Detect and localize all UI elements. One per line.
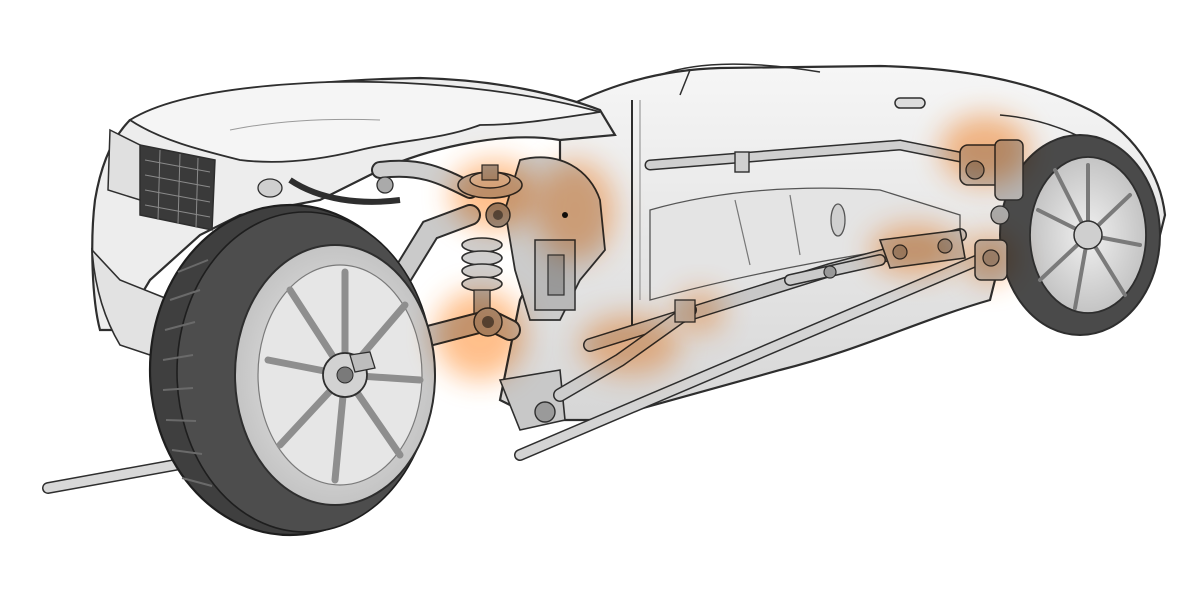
long-lower-rod — [514, 249, 996, 461]
glow-trailing-arm-bracket-icon — [870, 225, 960, 275]
mid-link — [784, 254, 886, 286]
glow-front-lower-arm-icon — [435, 290, 525, 380]
front-wheel — [148, 203, 436, 537]
front-body — [91, 76, 617, 357]
glow-front-strut-mount-icon — [450, 160, 540, 230]
glow-rear-lower-mount-icon — [965, 233, 1015, 283]
highlight-glows — [435, 115, 1030, 380]
glow-mid-link-icon — [675, 290, 725, 334]
glow-front-subframe-bushing-icon — [580, 315, 680, 375]
glow-front-knuckle-icon — [535, 160, 615, 260]
glow-rear-upper-mount-icon — [940, 115, 1030, 185]
rear-wheel — [999, 134, 1161, 336]
